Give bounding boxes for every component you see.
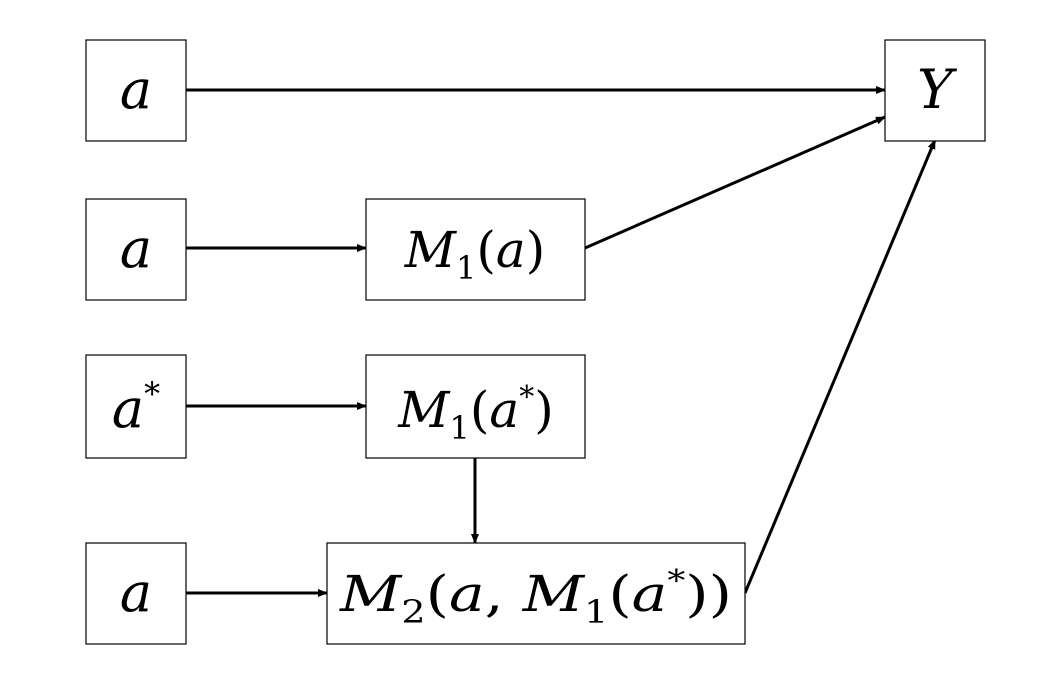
node-m1-a: M1(a) xyxy=(365,198,586,301)
node-row4-a-label: a xyxy=(120,561,152,624)
node-row4-a: a xyxy=(85,542,187,645)
edges xyxy=(186,86,937,597)
svg-text:M1(a): M1(a) xyxy=(404,221,545,287)
svg-text:M2(a, M1(a*)): M2(a, M1(a*)) xyxy=(339,564,732,631)
edge-m2-to-y xyxy=(743,139,937,594)
node-m1-a-star: M1(a*) xyxy=(365,354,586,459)
node-row1-a-label: a xyxy=(120,58,152,121)
svg-text:a*: a* xyxy=(112,375,160,440)
svg-text:Y: Y xyxy=(917,58,957,121)
svg-text:M1(a*): M1(a*) xyxy=(397,380,553,447)
svg-text:a: a xyxy=(120,217,152,280)
svg-text:a: a xyxy=(120,561,152,624)
node-row2-a: a xyxy=(85,198,187,301)
svg-text:a: a xyxy=(120,58,152,121)
edge-m1-a-to-y xyxy=(584,115,886,250)
node-y: Y xyxy=(884,39,986,142)
node-row2-a-label: a xyxy=(120,217,152,280)
node-row3-a-star: a* xyxy=(85,354,187,459)
node-y-label: Y xyxy=(917,58,957,121)
node-row1-a: a xyxy=(85,39,187,142)
